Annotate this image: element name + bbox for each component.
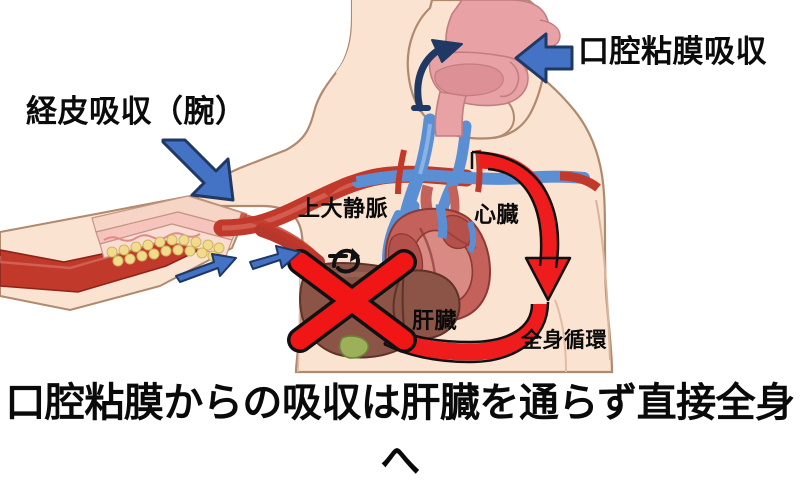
blue-uptake-arrow-icon — [175, 245, 301, 283]
label-liver: 肝臓 — [412, 308, 458, 333]
caption-text: 口腔粘膜からの吸収は肝臓を通らず直接全身へ — [5, 380, 795, 484]
oral-cavity — [428, 0, 561, 137]
callout-arrows — [161, 32, 574, 202]
curved-up-arrow-icon — [411, 39, 463, 112]
systemic-circulation-arrow — [383, 150, 572, 364]
label-heart: 心臓 — [474, 202, 520, 227]
label-oral-mucosa-absorption: 口腔粘膜吸収 — [578, 34, 767, 69]
left-block-arrow-icon — [514, 32, 574, 84]
arm-illustration — [0, 194, 248, 312]
skin-layers-cutaway — [91, 195, 247, 267]
red-x-cross-icon — [287, 249, 417, 353]
portal-arrow-icon — [328, 248, 360, 274]
label-transdermal-absorption-arm: 経皮吸収（腕） — [26, 94, 247, 129]
label-systemic-circulation: 全身循環 — [521, 329, 607, 352]
diagonal-down-right-block-arrow-icon — [161, 138, 235, 202]
label-superior-vena-cava: 上大静脈 — [298, 196, 389, 221]
anatomy-illustration — [0, 0, 614, 374]
